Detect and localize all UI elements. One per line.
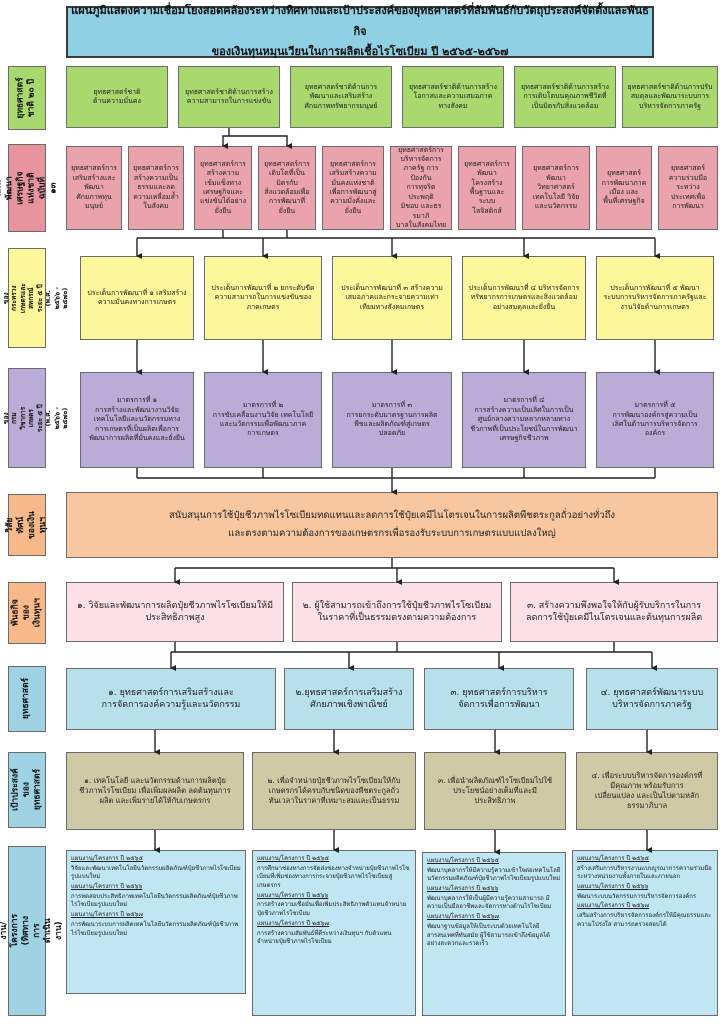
plan13-strategy: ยุทธศาสตร์การ สร้างความ เข้มแข็งทาง เศรษ… <box>194 146 252 230</box>
department-measure: มาตรการที่ ๕ การพัฒนาองค์กรสู่ความเป็น เ… <box>596 372 714 468</box>
strategy-goal: ๓. เพื่อนำผลิตภัณฑ์ไรโซเบียมไปใช้ ประโยช… <box>424 752 566 830</box>
project-year-heading: แผนงาน/โครงการ ปี ๒๕๖๕ <box>577 855 649 862</box>
project-year-heading: แผนงาน/โครงการ ปี ๒๕๖๕ <box>71 855 143 862</box>
plan13-strategy: ยุทธศาสตร์ การพัฒนาภาค เมือง และ พื้นที่… <box>596 146 652 230</box>
project-description: พัฒนาบุคลากรให้เป็นผู้มีความรู้ความสามาร… <box>427 894 552 911</box>
page-title-line1: แผนภูมิแสดงความเชื่อมโยงสอดคล้องระหว่างท… <box>71 3 649 38</box>
project-description: พัฒนาฐานข้อมูลให้เป็นระบบด้วยเทคโนโลยีสา… <box>427 922 550 948</box>
project-description: สร้างเสริมการบริหารงานแบบบูรณาการความร่ว… <box>577 864 712 881</box>
row-label-department: แผนปฏิบัติราชการของ กรมวิชาการเกษตร ระยะ… <box>0 368 69 468</box>
row-label-ministry: แผนปฏิบัติราชการของ กระทรวงเกษตรและสหกรณ… <box>0 248 69 348</box>
strategy-goal: ๑. เทคโนโลยี และนวัตกรรมด้านการผลิตปุ๋ย … <box>66 752 244 830</box>
strategy-goal: ๔. เพื่อระบบบริหารจัดการองค์กรที่ มีคุณภ… <box>576 752 718 830</box>
project-description: การสร้างความเชื่อมั่นเพื่อเพิ่มประสิทธิภ… <box>257 901 407 918</box>
strategy-item: ๔. ยุทธศาสตร์พัฒนาระบบ บริหารจัดการภาครั… <box>586 668 718 730</box>
row-label-vision: วิสัยทัศน์ ของเงินทุนฯ <box>5 494 48 556</box>
plan13-strategy: ยุทธศาสตร์การ สร้างความเป็น ธรรมและลด คว… <box>128 146 184 230</box>
department-measure: มาตรการที่ ๔ การสร้างความเป็นเลิศในการเป… <box>462 372 586 468</box>
project-year-heading: แผนงาน/โครงการ ปี ๒๕๖๗ <box>577 902 649 910</box>
ministry-issue: ประเด็นการพัฒนาที่ ๕ พัฒนา ระบบการบริหาร… <box>596 256 714 340</box>
ministry-issue: ประเด็นการพัฒนาที่ ๔ บริหารจัดการ ทรัพยา… <box>462 256 586 340</box>
vision-statement: สนับสนุนการใช้ปุ๋ยชีวภาพไรโซเบียมทดแทนแล… <box>66 492 718 558</box>
national-strategy: ยุทธศาสตร์ชาติด้านการสร้าง ความสามารถในก… <box>178 66 280 128</box>
project-description: พัฒนาบุคลากรให้มีความรู้ความเข้าใจต่อเทค… <box>427 866 561 883</box>
mission-item: ๒. ผู้ใช้สามารถเข้าถึงการใช้ปุ๋ยชีวภาพไร… <box>292 582 502 642</box>
row-label-plan13: แผนพัฒนา เศรษฐกิจแห่งชาติ ฉบับที่ ๑๓ <box>0 144 59 232</box>
plan13-strategy: ยุทธศาสตร์การ เสริมสร้างความ มั่นคงแห่งช… <box>322 146 384 230</box>
national-strategy: ยุทธศาสตร์ชาติด้านการสร้าง การเติบโตบนคุ… <box>514 66 616 128</box>
project-year-heading: แผนงาน/โครงการ ปี ๒๕๖๖ <box>427 885 499 893</box>
project-year-heading: แผนงาน/โครงการ ปี ๒๕๖๗ <box>257 919 329 927</box>
project-list: แผนงาน/โครงการ ปี ๒๕๖๕ วิจัยและพัฒนาเทคโ… <box>66 850 246 994</box>
project-list: แผนงาน/โครงการ ปี ๒๕๖๕ การศึกษาช่องทางกา… <box>252 850 416 1016</box>
project-year-heading: แผนงาน/โครงการ ปี ๒๕๖๖ <box>257 891 329 899</box>
row-label-national: ยุทธศาสตร์ ชาติ ๒๐ ปี <box>8 66 46 130</box>
ministry-issue: ประเด็นการพัฒนาที่ ๒ ยกระดับขีด ความสามา… <box>204 256 322 340</box>
project-list: แผนงาน/โครงการ ปี ๒๕๖๕ พัฒนาบุคลากรให้มี… <box>422 852 566 1016</box>
project-year-heading: แผนงาน/โครงการ ปี ๒๕๖๖ <box>577 883 649 891</box>
project-description: การพัฒนาระบบการผลิตเทคโนโลยีนวัตกรรมผลิต… <box>71 920 239 937</box>
row-label-projects: แผนงาน/โครงการ (ทิศทางการดำเนินงาน) <box>0 846 65 1016</box>
page-title-line2: ของเงินทุนหมุนเวียนในการผลิตเชื้อไรโซเบี… <box>211 45 509 59</box>
national-strategy: ยุทธศาสตร์ชาติด้านการปรับ สมดุลและพัฒนาร… <box>622 66 718 128</box>
project-list: แผนงาน/โครงการ ปี ๒๕๖๕ สร้างเสริมการบริห… <box>572 850 718 1016</box>
row-label-mission: พันธกิจของ เงินทุนฯ <box>8 582 46 644</box>
strategy-item: ๒.ยุทธศาสตร์การเสริมสร้าง ศักยภาพเชิงพาณ… <box>284 668 414 730</box>
ministry-issue: ประเด็นการพัฒนาที่ ๓ สร้างความ เสมอภาคแล… <box>332 256 452 340</box>
national-strategy: ยุทธศาสตร์ชาติด้านการสร้าง โอกาสและความเ… <box>402 66 504 128</box>
project-description: เสริมสร้างการบริหารจัดการองค์กรให้มีคุณธ… <box>577 912 712 928</box>
project-description: พัฒนาระบบนวัตกรรมการบริหารจัดการองค์กร <box>577 892 697 900</box>
ministry-issue: ประเด็นการพัฒนาที่ ๑ เสริมสร้าง ความมั่น… <box>80 256 194 340</box>
strategy-item: ๓. ยุทธศาสตร์การบริหาร จัดการเพื่อการพัฒ… <box>424 668 574 730</box>
project-description: การทดสอบประสิทธิภาพเทคโนโลยีนวัตกรรมผลิต… <box>71 892 238 909</box>
project-year-heading: แผนงาน/โครงการ ปี ๒๕๖๗ <box>427 913 499 921</box>
plan13-strategy: ยุทธศาสตร์การ พัฒนา โครงสร้าง พื้นฐานและ… <box>458 146 516 230</box>
national-strategy: ยุทธศาสตร์ชาติด้านการ พัฒนาและเสริมสร้าง… <box>290 66 392 128</box>
plan13-strategy: ยุทธศาสตร์การ พัฒนา วิทยาศาสตร์ เทคโนโลย… <box>522 146 590 230</box>
mission-item: ๓. สร้างความพึงพอใจให้กับผู้รับบริการในก… <box>510 582 718 642</box>
vision-line2: และตรงตามความต้องการของเกษตรกรเพื่อรองรั… <box>228 528 556 539</box>
national-strategy: ยุทธศาสตร์ชาติ ด้านความมั่นคง <box>66 66 168 128</box>
vision-line1: สนับสนุนการใช้ปุ๋ยชีวภาพไรโซเบียมทดแทนแล… <box>168 509 616 521</box>
strategy-goal: ๒. เพื่อจำหน่ายปุ๋ยชีวภาพไรโซเบียมให้กับ… <box>252 752 416 830</box>
row-label-goals: เป้าประสงค์ ของยุทธศาสตร์ <box>8 752 46 828</box>
department-measure: มาตรการที่ ๑ การสร้างและพัฒนางานวิจัย เท… <box>80 372 194 468</box>
department-measure: มาตรการที่ ๒ การขับเคลื่อนงานวิจัย เทคโน… <box>204 372 322 468</box>
project-description: การศึกษาช่องทางการจัดส่งช่องทางจำหน่ายปุ… <box>257 864 410 890</box>
page-title: แผนภูมิแสดงความเชื่อมโยงสอดคล้องระหว่างท… <box>66 4 654 58</box>
project-year-heading: แผนงาน/โครงการ ปี ๒๕๖๕ <box>427 857 499 864</box>
project-year-heading: แผนงาน/โครงการ ปี ๒๕๖๗ <box>71 911 143 919</box>
plan13-strategy: ยุทธศาสตร์ ความร่วมมือ ระหว่าง ประเทศเพื… <box>658 146 718 230</box>
plan13-strategy: ยุทธศาสตร์การ บริหารจัดการ ภาครัฐ การป้อ… <box>390 146 452 230</box>
department-measure: มาตรการที่ ๓ การยกระดับมาตรฐานการผลิต พื… <box>332 372 452 468</box>
row-label-strategy: ยุทธศาสตร์ <box>8 666 46 732</box>
project-description: การสร้างความสัมพันธ์ที่ดีระหว่างเงินทุนฯ… <box>257 929 392 946</box>
mission-item: ๑. วิจัยและพัฒนาการผลิตปุ๋ยชีวภาพไรโซเบี… <box>66 582 284 642</box>
project-year-heading: แผนงาน/โครงการ ปี ๒๕๖๕ <box>257 855 329 862</box>
project-year-heading: แผนงาน/โครงการ ปี ๒๕๖๖ <box>71 883 143 891</box>
project-description: วิจัยและพัฒนาเทคโนโลยีนวัตกรรมผลิตภัณฑ์ป… <box>71 864 241 881</box>
plan13-strategy: ยุทธศาสตร์การ เสริมสร้างและ พัฒนา ศักยภา… <box>66 146 122 230</box>
strategy-item: ๑. ยุทธศาสตร์การเสริมสร้างและ การจัดการอ… <box>66 668 276 730</box>
plan13-strategy: ยุทธศาสตร์การ เติบโตที่เป็น มิตรกับ สิ่ง… <box>258 146 316 230</box>
